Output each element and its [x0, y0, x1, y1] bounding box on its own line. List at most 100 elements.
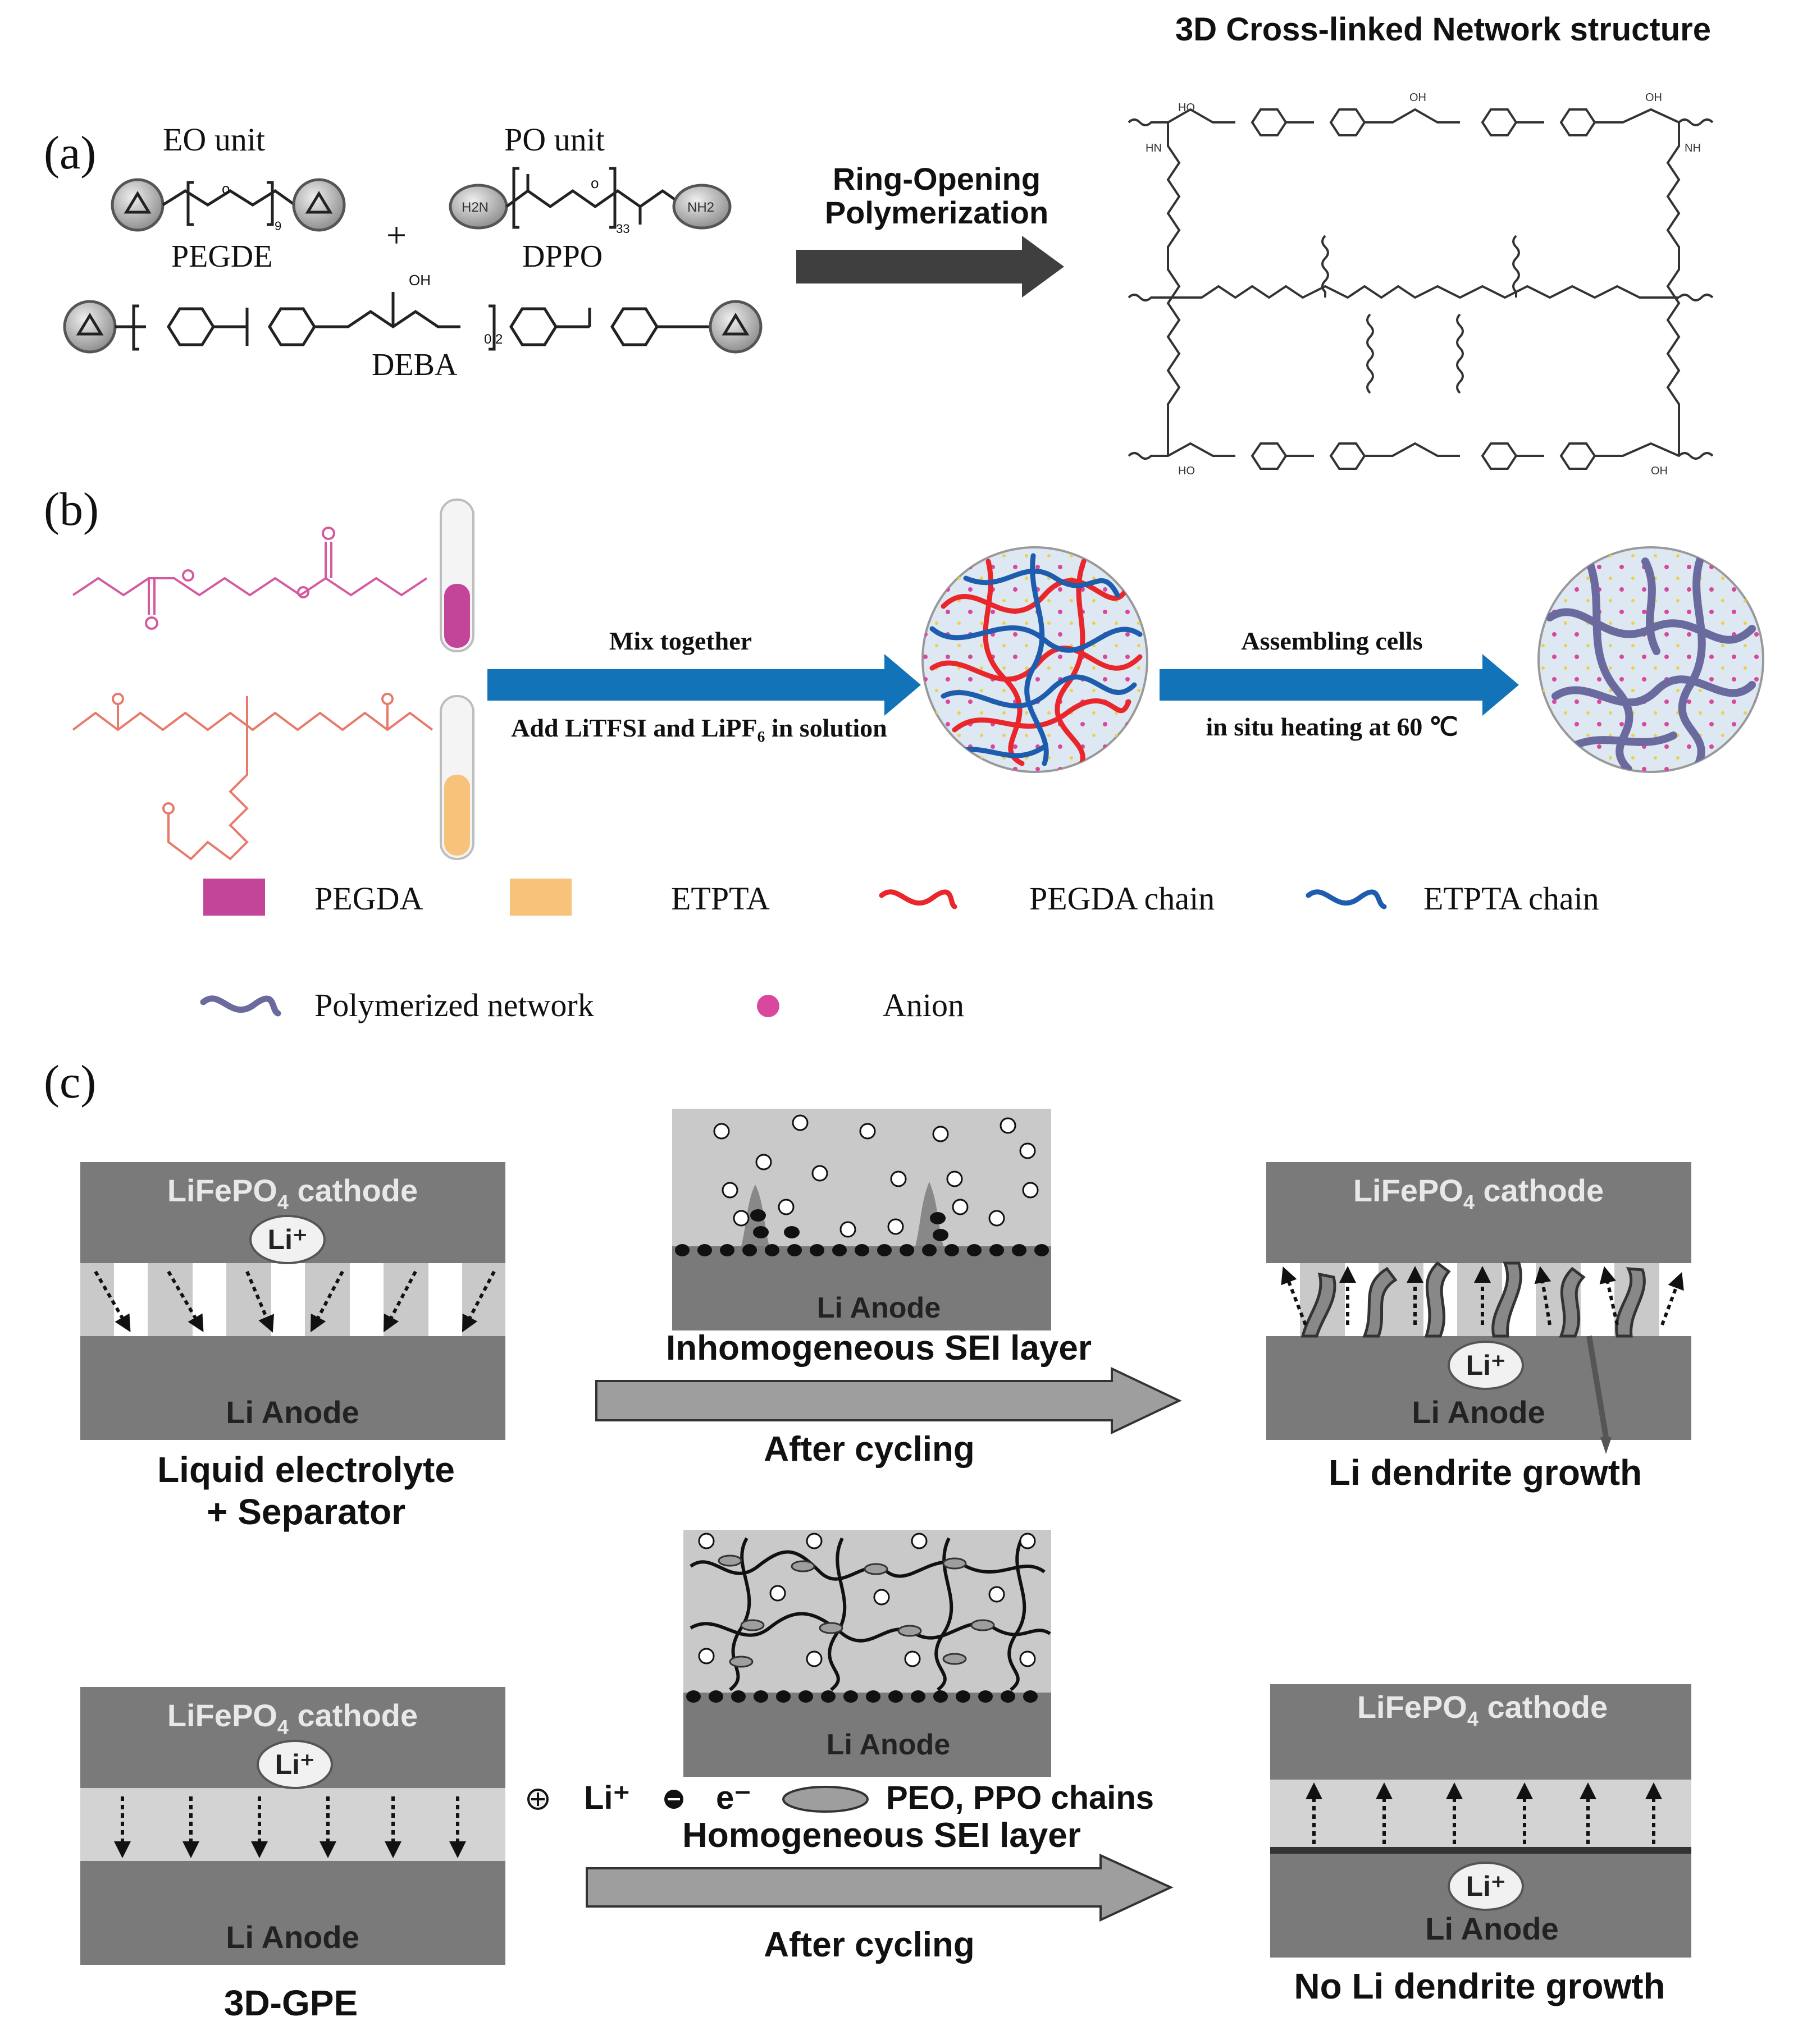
cell3-anode-label: Li Anode	[226, 1919, 359, 1955]
dppo-structure	[449, 167, 732, 230]
deba-structure	[63, 292, 763, 354]
after-cycling-label-1: After cycling	[764, 1430, 975, 1469]
inset2-anode-label: Li Anode	[827, 1729, 951, 1761]
assembling-arrow	[1160, 654, 1519, 716]
inset2-anode	[683, 1693, 1051, 1777]
pegda-structure	[72, 527, 428, 630]
cell2-li-ion	[1448, 1341, 1524, 1390]
legend-pegda-chain-icon	[879, 889, 957, 909]
cell1-li-ion	[249, 1215, 326, 1264]
deba-epoxide-left	[63, 300, 117, 354]
cell4-cathode-label: LiFePO4 cathode	[1357, 1689, 1608, 1730]
legend-etpta-chain-icon	[1306, 889, 1387, 909]
deba-label: DEBA	[372, 347, 458, 382]
legend-pegda-swatch	[203, 879, 265, 916]
cell4-li-ion	[1448, 1862, 1524, 1911]
legend-pegda-chain-label: PEGDA chain	[1029, 880, 1215, 917]
network-oh-bottom: OH	[1651, 465, 1668, 477]
cell2-anode-label: Li Anode	[1412, 1394, 1545, 1430]
panel-b: (b) Mix	[44, 483, 1764, 1023]
in-situ-heating-label: in situ heating at 60 ℃	[1206, 712, 1458, 741]
gpe-cell: LiFePO4 cathode Li⁺ Li Anode	[80, 1687, 505, 1965]
h2n-label: H2N	[462, 200, 489, 215]
eo-repeat: 9	[275, 219, 281, 233]
polymerization-label: Polymerization	[825, 195, 1048, 230]
legend-chain-icon	[782, 1786, 869, 1813]
legend-e-label: e⁻	[716, 1780, 751, 1816]
cell3-li-ion	[257, 1740, 333, 1789]
inhomogeneous-sei-inset: Li Anode	[672, 1109, 1051, 1330]
cell2-dendrite-spike	[1586, 1336, 1609, 1438]
inhomogeneous-label: Inhomogeneous SEI layer	[666, 1329, 1092, 1368]
legend-etpta-label: ETPTA	[671, 880, 770, 917]
eo-o-label: o	[222, 180, 230, 197]
liquid-caption-1: Liquid electrolyte	[157, 1449, 455, 1490]
gpe-caption: 3D-GPE	[224, 1983, 358, 2023]
homogeneous-label: Homogeneous SEI layer	[682, 1816, 1081, 1855]
cell4-li-ion-label: Li⁺	[1466, 1871, 1506, 1902]
po-repeat: 33	[616, 222, 629, 236]
cell4-cathode-block	[1270, 1684, 1691, 1780]
homogeneous-sei-inset: Li Anode	[683, 1530, 1051, 1777]
cell3-li-ion-label: Li⁺	[275, 1749, 315, 1780]
panel-a-label: (a)	[44, 127, 96, 179]
plus-sign: +	[386, 215, 407, 255]
after-cycling-arrow-2	[586, 1853, 1174, 1922]
cell1-anode-label: Li Anode	[226, 1394, 359, 1430]
pegde-label: PEGDE	[171, 239, 272, 274]
cell1-anode-block	[80, 1336, 505, 1440]
cell1-li-ion-label: Li⁺	[268, 1224, 308, 1255]
add-salt-label: Add LiTFSI and LiPF₆ in solution	[511, 714, 887, 742]
legend-etpta-chain-label: ETPTA chain	[1423, 880, 1599, 917]
polymerized-network-circle	[1537, 546, 1764, 773]
pegde-structure	[111, 178, 346, 232]
pegda-test-tube	[440, 499, 474, 652]
mix-together-label: Mix together	[609, 627, 752, 655]
liquid-electrolyte-cell: LiFePO4 cathode Li⁺ Li Anode	[80, 1162, 505, 1440]
deba-oh-label: OH	[409, 272, 431, 289]
etpta-test-tube	[440, 695, 474, 860]
epoxide-ball-right	[292, 178, 346, 232]
cell4-anode-label: Li Anode	[1425, 1911, 1558, 1946]
ring-opening-label: Ring-Opening	[833, 161, 1041, 196]
inset1-anode-label: Li Anode	[817, 1292, 941, 1324]
tube-liquid-1	[444, 584, 470, 648]
legend-etpta-swatch	[510, 879, 572, 916]
cell2-li-ion-label: Li⁺	[1466, 1350, 1506, 1381]
deba-epoxide-right	[709, 300, 763, 354]
liquid-caption-2: + Separator	[207, 1492, 405, 1532]
legend-network-icon	[200, 995, 281, 1017]
legend-anion-icon	[757, 995, 779, 1017]
no-dendrite-cell: LiFePO4 cathode Li⁺ Li Anode	[1270, 1684, 1691, 1958]
cell2-cathode-label: LiFePO4 cathode	[1353, 1173, 1604, 1214]
network-nh-right: NH	[1685, 142, 1701, 154]
cell4-gpe-layer	[1270, 1780, 1691, 1847]
legend-network-label: Polymerized network	[314, 987, 594, 1023]
inset2-electrolyte	[683, 1530, 1051, 1693]
network-ho-top: HO	[1178, 102, 1195, 114]
eo-unit-label: EO unit	[163, 121, 265, 158]
after-cycling-arrow-1	[595, 1366, 1182, 1435]
inset1-anode	[672, 1246, 1051, 1330]
amine-ball-right	[672, 184, 732, 230]
assembling-cells-label: Assembling cells	[1241, 627, 1422, 655]
mixed-solution-circle	[921, 546, 1148, 773]
after-cycling-label-2: After cycling	[764, 1926, 975, 1964]
mix-arrow	[487, 654, 921, 716]
cell4-sei-line	[1270, 1847, 1691, 1854]
no-dendrite-label: No Li dendrite growth	[1294, 1966, 1665, 2006]
panel-c: (c) LiFePO4 cathode Li⁺	[44, 1056, 1691, 2023]
nh2-label: NH2	[687, 200, 714, 215]
deba-repeat: 0.2	[484, 332, 503, 347]
cell1-separator	[80, 1263, 505, 1336]
etpta-structure	[72, 693, 433, 861]
po-o-label: o	[591, 175, 599, 191]
panel-c-label: (c)	[44, 1056, 96, 1108]
cell1-cathode-label: LiFePO4 cathode	[167, 1173, 418, 1214]
legend-chains-label: PEO, PPO chains	[886, 1780, 1154, 1816]
legend-pegda-label: PEGDA	[314, 880, 423, 917]
cell2-cathode-block	[1266, 1162, 1691, 1263]
ring-opening-arrow	[796, 236, 1064, 298]
